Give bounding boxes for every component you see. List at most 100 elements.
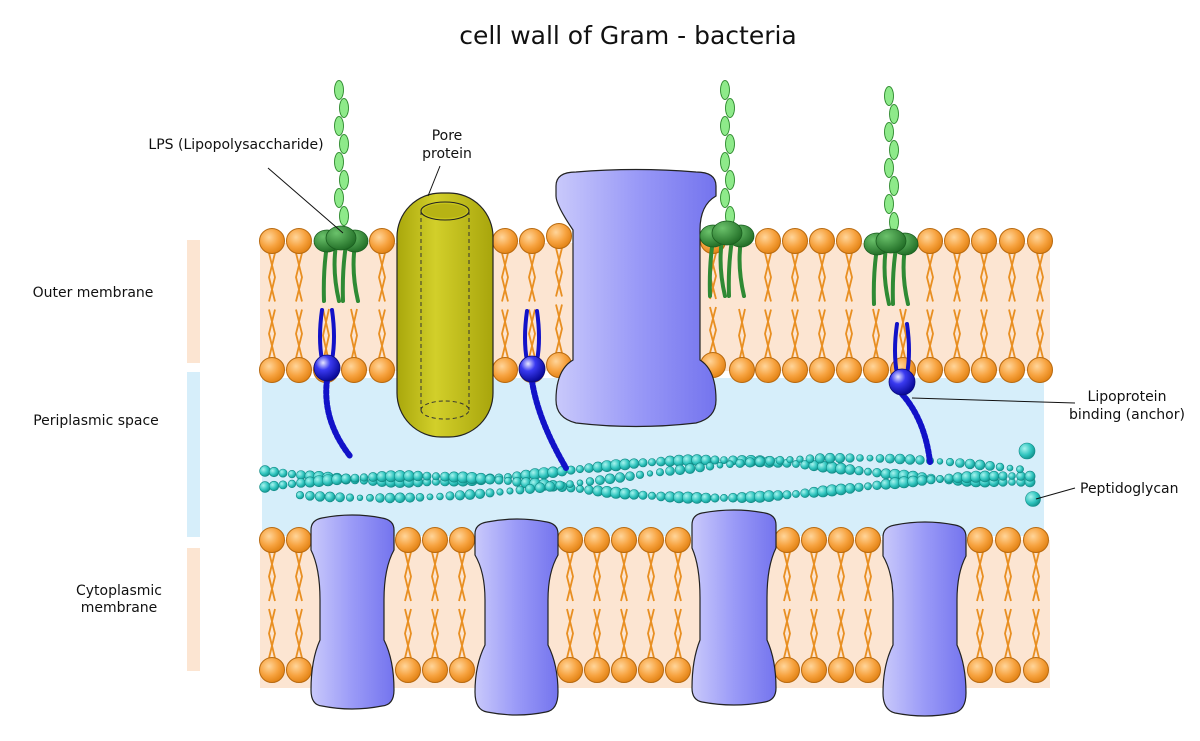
peptidoglycan-bead	[796, 455, 804, 463]
outer-membrane-protein	[555, 168, 717, 428]
peptidoglycan-bead	[964, 458, 976, 470]
peptidoglycan-bead	[584, 463, 594, 473]
o-antigen-sugar	[339, 206, 349, 226]
peptidoglycan-bead	[415, 492, 425, 502]
peptidoglycan-bead	[375, 493, 385, 503]
o-antigen-sugar	[884, 158, 894, 178]
outer-phospholipid	[286, 228, 312, 383]
peptidoglycan-bead	[955, 458, 965, 468]
pore-protein	[396, 192, 494, 438]
peptidoglycan-bead	[515, 485, 525, 495]
peptidoglycan-bead	[700, 492, 712, 504]
peptidoglycan-bead	[974, 459, 986, 471]
peptidoglycan-bead	[547, 466, 559, 478]
peptidoglycan-bead	[1018, 442, 1036, 460]
peptidoglycan-bead	[655, 468, 664, 477]
peptidoglycan-bead	[988, 470, 1000, 482]
outer-phospholipid	[836, 228, 862, 383]
outer-phospholipid	[341, 308, 367, 383]
peptidoglycan-bead	[412, 470, 424, 482]
outer-phospholipid	[999, 228, 1025, 383]
peptidoglycan-bead	[720, 493, 728, 502]
peptidoglycan-bead	[404, 492, 415, 503]
phospholipid-layers	[259, 223, 1053, 683]
outer-phospholipid	[755, 228, 781, 383]
peptidoglycan-bead	[844, 483, 856, 494]
peptidoglycan-bead	[915, 455, 925, 465]
peptidoglycan-bead	[854, 466, 864, 476]
peptidoglycan-bead	[764, 455, 775, 466]
peptidoglycan-bead	[475, 472, 487, 485]
o-antigen-sugar	[725, 98, 735, 118]
lipoprotein-label-line1: Lipoprotein	[1088, 389, 1167, 405]
peptidoglycan-bead	[1016, 465, 1024, 474]
peptidoglycan-bead	[674, 464, 686, 475]
cytoplasmic-membrane-bar	[187, 548, 200, 671]
inner-phospholipid	[967, 527, 993, 683]
o-antigen-sugar	[339, 170, 349, 190]
peptidoglycan-bead	[268, 466, 280, 478]
peptidoglycan-bead	[403, 470, 415, 482]
peptidoglycan-bead	[638, 458, 648, 468]
lipoprotein	[888, 322, 933, 465]
peptidoglycan-bead	[716, 461, 724, 469]
peptidoglycan-bead	[345, 493, 355, 502]
peptidoglycan-bead	[394, 492, 406, 504]
periplasmic-space-label: Periplasmic space	[33, 413, 159, 429]
peptidoglycan-bead	[604, 473, 616, 485]
o-antigen-sugar	[339, 134, 349, 154]
peptidoglycan-bead	[844, 464, 856, 475]
peptidoglycan-bead	[684, 463, 696, 474]
peptidoglycan-bead	[295, 491, 305, 500]
peptidoglycan-bead	[512, 476, 522, 487]
outer-phospholipid	[259, 228, 285, 383]
peptidoglycan-bead	[872, 480, 882, 490]
outer-phospholipid	[917, 228, 943, 383]
peptidoglycan-bead	[754, 456, 766, 467]
peptidoglycan-bead	[506, 487, 514, 495]
lipoprotein	[313, 308, 353, 459]
o-antigen-sugar	[334, 188, 344, 208]
peptidoglycan-bead	[875, 454, 885, 463]
o-antigen-sugar	[725, 170, 735, 190]
peptidoglycan-bead	[726, 460, 734, 469]
peptidoglycan-bead	[728, 492, 738, 503]
peptidoglycan-bead	[985, 460, 995, 471]
inner-phospholipid	[828, 527, 854, 683]
peptidoglycan-bead	[440, 471, 450, 482]
periplasmic-space-bar	[187, 372, 200, 537]
inner-phospholipid	[584, 527, 610, 683]
peptidoglycan-bead	[555, 480, 565, 490]
peptidoglycan-bead	[845, 453, 855, 463]
peptidoglycan-bead	[422, 471, 432, 481]
peptidoglycan-bead	[496, 488, 504, 496]
peptidoglycan-bead	[464, 489, 476, 500]
peptidoglycan-bead	[619, 487, 631, 500]
peptidoglycan-bead	[426, 493, 434, 501]
peptidoglycan-bead	[854, 482, 864, 492]
o-antigen-sugar	[884, 194, 894, 214]
peptidoglycan-bead	[628, 489, 640, 500]
inner-phospholipid	[665, 527, 691, 683]
peptidoglycan-bead	[710, 455, 720, 465]
lipoprotein-label-line2: binding (anchor)	[1069, 407, 1185, 423]
peptidoglycan-bead	[695, 462, 705, 473]
inner-phospholipid	[395, 527, 421, 683]
o-antigen-sugar	[334, 152, 344, 172]
peptidoglycan-bead	[885, 453, 895, 464]
peptidoglycan-bead	[359, 473, 369, 482]
peptidoglycan-bead	[619, 458, 631, 471]
peptidoglycan-bead	[824, 452, 836, 464]
peptidoglycan-bead	[474, 488, 486, 499]
lps-molecule	[699, 80, 755, 298]
o-antigen-sugar	[339, 98, 349, 118]
peptidoglycan-bead	[296, 477, 306, 488]
peptidoglycan-bead	[735, 458, 745, 468]
lps-callout-line	[267, 167, 344, 234]
peptidoglycan-bead	[575, 484, 584, 493]
peptidoglycan-callout-line	[1035, 487, 1076, 500]
lipoprotein-callout-line	[911, 397, 1076, 404]
peptidoglycan-bead	[647, 491, 656, 500]
peptidoglycan-bead	[936, 458, 944, 465]
